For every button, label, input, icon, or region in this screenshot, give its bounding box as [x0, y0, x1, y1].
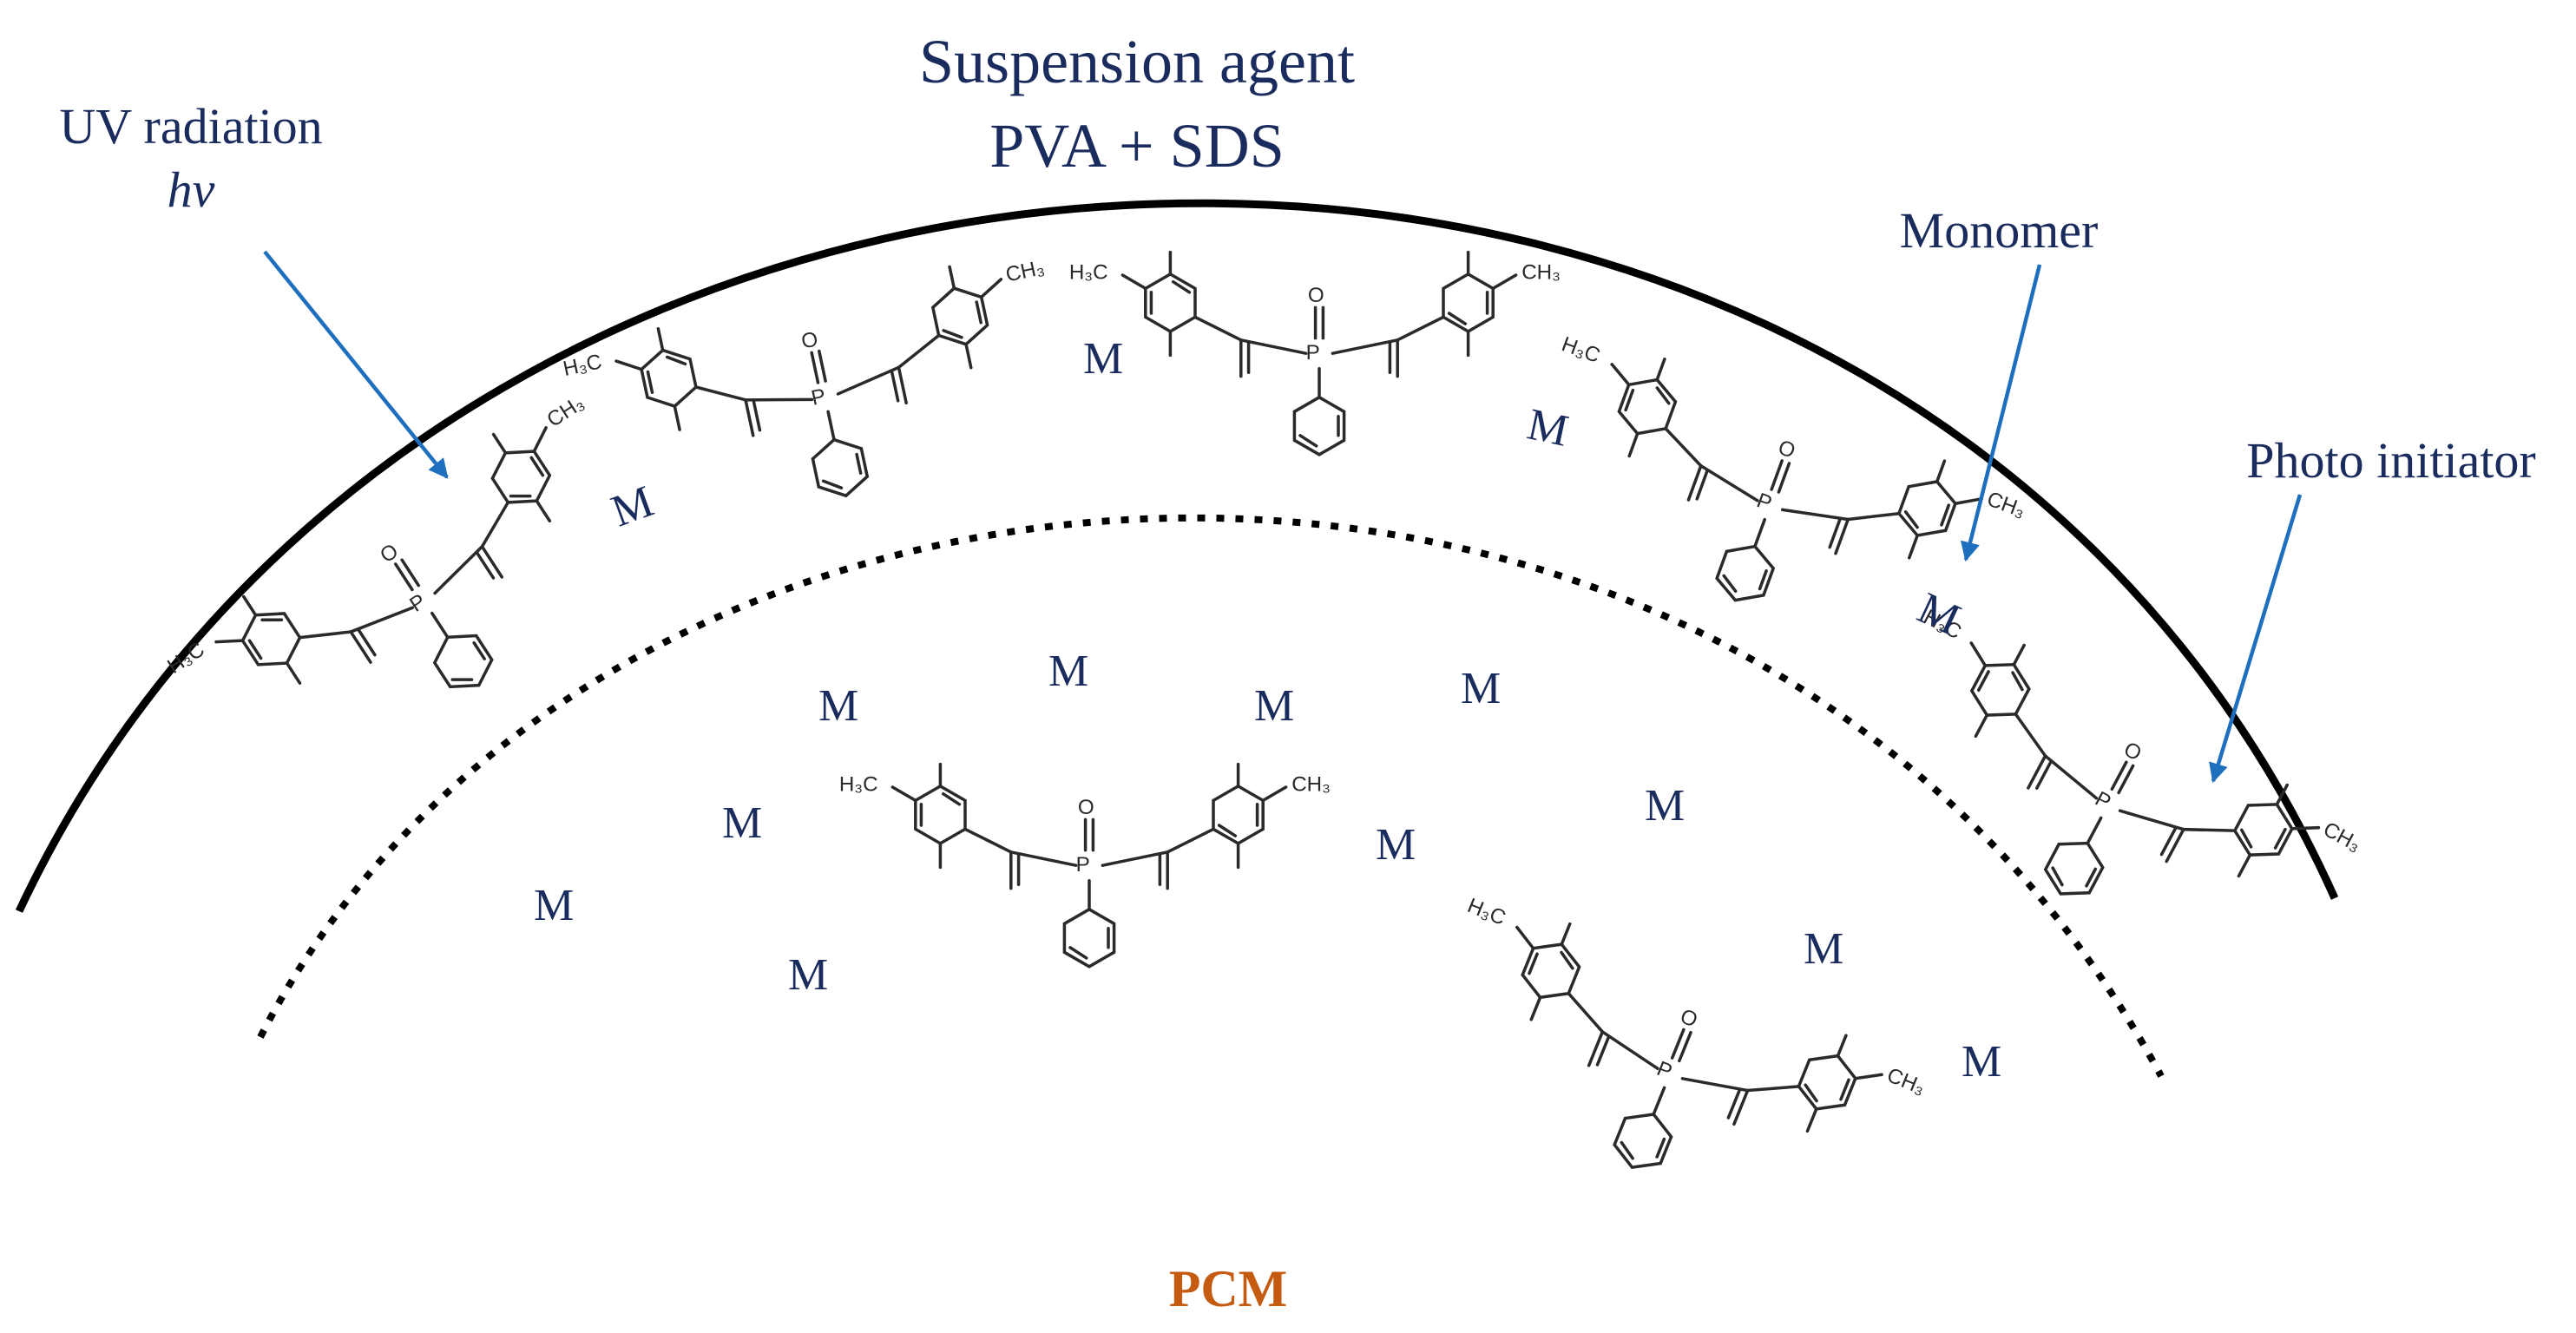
uv-energy-symbol: hv: [168, 161, 215, 218]
monomer-symbol: M: [1376, 820, 1416, 870]
monomer-symbol: M: [534, 881, 574, 930]
suspension-agent-composition: PVA + SDS: [989, 111, 1284, 181]
pcm-core-label: PCM: [1169, 1260, 1288, 1317]
monomer-symbol: M: [1254, 681, 1294, 731]
monomer-symbol: M: [1461, 664, 1501, 713]
methyl-label: CH₃: [1003, 256, 1046, 287]
suspension-agent-label: Suspension agent: [919, 27, 1355, 96]
methyl-label: CH₃: [543, 391, 588, 432]
monomer-symbol: M: [788, 950, 828, 1000]
uv-radiation-label: UV radiation: [59, 98, 322, 154]
monomer-symbol: M: [1083, 334, 1123, 384]
photo-initiator-molecule: P O H₃C CH₃: [839, 762, 1331, 969]
oxygen-atom: O: [799, 327, 820, 353]
photo-initiator-molecule: P O H₃C CH₃: [1448, 894, 1929, 1243]
outer-shell-boundary: [15, 199, 2339, 913]
oxygen-atom: O: [376, 539, 402, 568]
monomer-arrow: [1960, 264, 2042, 562]
phosphorus-atom: P: [2091, 787, 2114, 814]
monomer-symbol: M: [1523, 399, 1573, 456]
phosphorus-atom: P: [1753, 489, 1774, 515]
monomer-symbol: M: [818, 681, 858, 731]
phosphorus-atom: P: [809, 384, 827, 410]
methyl-label: H₃C: [839, 772, 878, 796]
methyl-label: CH₃: [1521, 260, 1561, 284]
photo-initiator-arrow: [2209, 494, 2303, 784]
uv-arrow: [263, 250, 449, 479]
monomer-label: Monomer: [1900, 202, 2099, 259]
photo-initiator-molecule: P O H₃C CH₃: [163, 391, 646, 794]
phosphorus-atom: P: [405, 589, 430, 616]
oxygen-atom: O: [1677, 1005, 1701, 1033]
monomer-symbol: M: [722, 798, 762, 848]
methyl-label: CH₃: [1291, 772, 1331, 796]
monomer-symbol: M: [1962, 1037, 2001, 1087]
oxygen-atom: O: [1775, 436, 1798, 463]
monomer-symbol: M: [1048, 647, 1088, 696]
photo-initiator-label: Photo initiator: [2246, 432, 2536, 489]
methyl-label: H₃C: [1464, 894, 1509, 930]
monomer-markers: M M M M M M M M M M M M M M M: [534, 334, 2001, 1087]
methyl-label: H₃C: [1069, 260, 1108, 284]
monomer-symbol: M: [1645, 781, 1685, 831]
methyl-label: CH₃: [1984, 487, 2028, 522]
oxygen-atom: O: [1308, 284, 1324, 307]
phosphorus-atom: P: [1076, 853, 1090, 877]
oxygen-atom: O: [2119, 738, 2145, 766]
phosphorus-atom: P: [1653, 1057, 1675, 1084]
methyl-label: H₃C: [1559, 332, 1603, 368]
oxygen-atom: O: [1078, 796, 1094, 819]
monomer-symbol: M: [1804, 924, 1843, 974]
inner-core-boundary: [257, 514, 2165, 1078]
methyl-label: CH₃: [1883, 1063, 1929, 1100]
methyl-label: CH₃: [2319, 818, 2364, 857]
photo-initiator-molecule: P O H₃C CH₃: [1069, 250, 1561, 456]
monomer-symbol: M: [605, 476, 660, 536]
photo-initiator-molecule: P O H₃C CH₃: [561, 255, 1047, 539]
monomer-symbol: M: [1910, 583, 1968, 645]
phosphorus-atom: P: [1306, 341, 1320, 364]
